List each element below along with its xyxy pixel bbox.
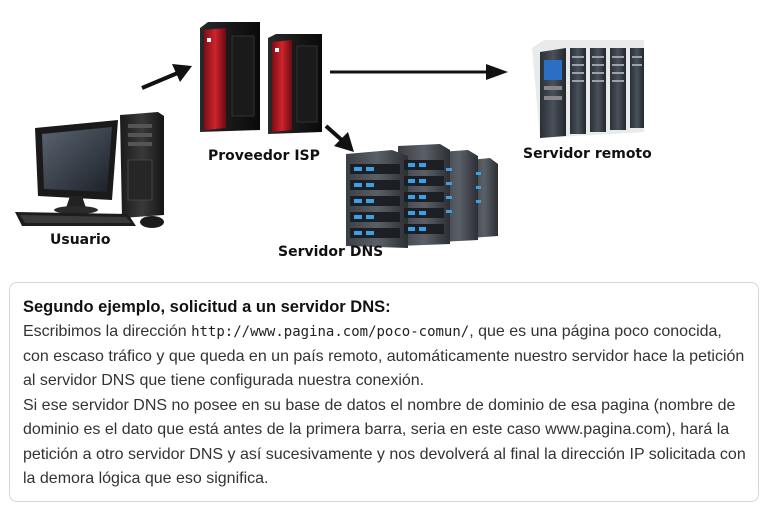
network-diagram-svg: [15, 22, 644, 248]
info-paragraph-2: Si ese servidor DNS no posee en su base …: [23, 396, 746, 488]
paragraph-1-end: , que es una página poco conocida, con e…: [23, 323, 745, 389]
isp-server-icon: [200, 22, 322, 134]
example-url: http://www.pagina.com/poco-comun/: [191, 324, 470, 340]
computer-icon: [15, 112, 164, 228]
network-diagram: Usuario Proveedor ISP Servidor remoto Se…: [15, 22, 652, 260]
arrow-icon: [324, 124, 354, 152]
user-label: Usuario: [50, 232, 111, 248]
remote-server-rack-icon: [532, 40, 644, 138]
remote-server-label: Servidor remoto: [523, 146, 652, 162]
info-title: Segundo ejemplo, solicitud a un servidor…: [23, 298, 391, 316]
isp-label: Proveedor ISP: [208, 148, 320, 164]
info-box: Segundo ejemplo, solicitud a un servidor…: [9, 282, 759, 502]
dns-server-icon: [346, 144, 498, 248]
paragraph-1-start: Escribimos la dirección: [23, 323, 192, 340]
arrow-icon: [330, 64, 508, 80]
arrow-icon: [141, 64, 192, 90]
dns-server-label: Servidor DNS: [278, 244, 384, 260]
info-paragraph-1: Escribimos la dirección http://www.pagin…: [23, 320, 746, 394]
